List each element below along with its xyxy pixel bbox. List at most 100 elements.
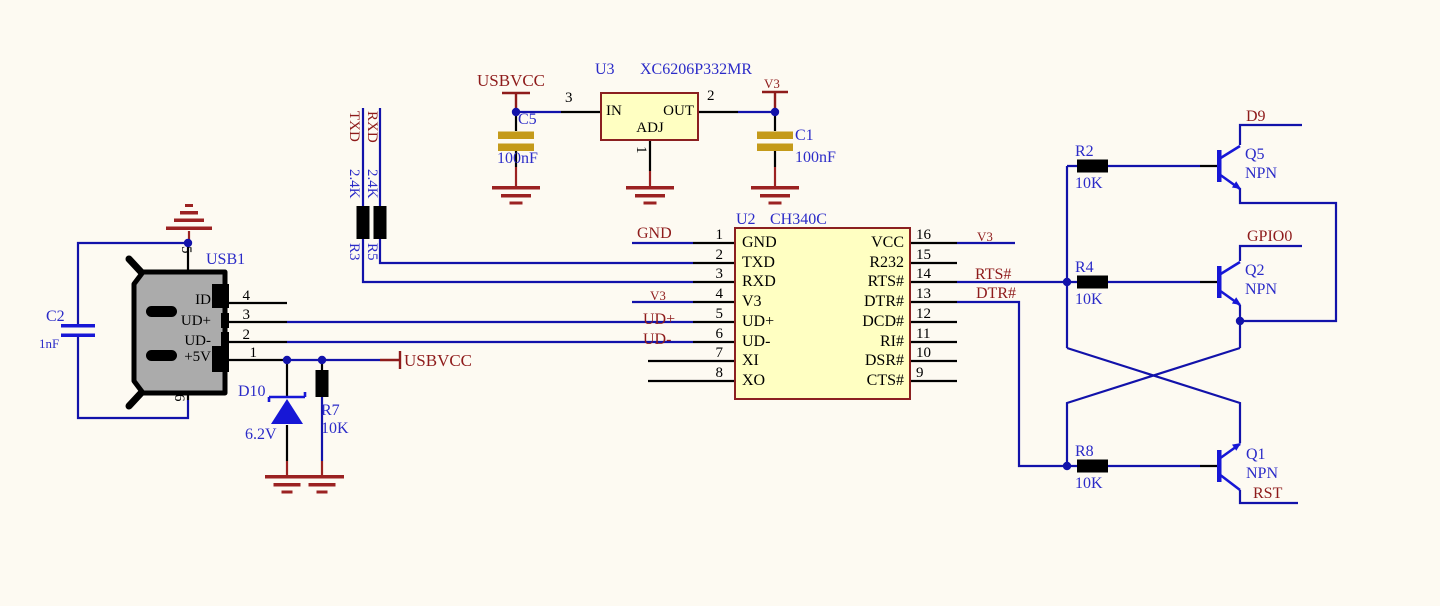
u3-pin3-number: 3 xyxy=(565,90,573,106)
resistor-r3[interactable] xyxy=(356,206,370,239)
usb-pad-pin3 xyxy=(221,313,229,328)
usb-body[interactable] xyxy=(131,269,228,396)
u3-pin-adj: ADJ xyxy=(636,120,664,136)
r5-ref[interactable]: R5 xyxy=(364,243,380,261)
u2-pin-xi: XI xyxy=(742,352,759,369)
net-label-v3-reg[interactable]: V3 xyxy=(764,76,780,91)
cap-c5[interactable] xyxy=(498,131,534,152)
q2-ref[interactable]: Q2 xyxy=(1245,262,1265,279)
ground-symbol-r7[interactable] xyxy=(300,461,344,494)
usb-pad-pin2 xyxy=(221,332,229,347)
net-label-rts[interactable]: RTS# xyxy=(975,266,1012,283)
r8-value[interactable]: 10K xyxy=(1075,475,1103,492)
u2-pin3-number: 3 xyxy=(715,266,724,282)
u2-pin-udminus: UD- xyxy=(742,333,771,350)
usb-pin-udplus: UD+ xyxy=(180,313,211,329)
r7-ref[interactable]: R7 xyxy=(321,402,340,419)
ground-symbol-usb-shield[interactable] xyxy=(166,204,212,242)
usb-connector[interactable] xyxy=(125,255,229,410)
r7-value[interactable]: 10K xyxy=(321,420,349,437)
c2-ref[interactable]: C2 xyxy=(46,308,65,325)
r4-value[interactable]: 10K xyxy=(1075,291,1103,308)
net-label-rxd[interactable]: RXD xyxy=(364,111,380,143)
resistor-r5[interactable] xyxy=(373,206,387,239)
c1-value[interactable]: 100nF xyxy=(795,149,836,166)
net-label-rst[interactable]: RST xyxy=(1253,485,1283,502)
usb-pin4-number: 4 xyxy=(242,288,251,304)
wire-net[interactable] xyxy=(76,108,1338,505)
q1-ref[interactable]: Q1 xyxy=(1246,446,1266,463)
u3-pin1-number: 1 xyxy=(633,146,649,154)
ground-symbol-c5[interactable] xyxy=(492,167,540,205)
c2-value[interactable]: 1nF xyxy=(39,336,60,351)
r2-value[interactable]: 10K xyxy=(1075,175,1103,192)
usb-pin-5v: +5V xyxy=(184,349,211,365)
net-label-txd[interactable]: TXD xyxy=(346,111,362,142)
net-label-usbvcc-usb[interactable]: USBVCC xyxy=(404,351,473,370)
q1-type[interactable]: NPN xyxy=(1246,465,1279,482)
u3-pin2-number: 2 xyxy=(707,88,715,104)
regulator-u3-body[interactable] xyxy=(600,92,699,141)
transistor-q1[interactable] xyxy=(1217,442,1241,492)
usb-pin2-number: 2 xyxy=(242,327,251,343)
zener-d10[interactable] xyxy=(267,392,307,424)
ground-symbol-c1[interactable] xyxy=(751,167,799,205)
d10-value[interactable]: 6.2V xyxy=(245,426,277,443)
resistor-r7[interactable] xyxy=(315,370,329,397)
ground-symbol-adj[interactable] xyxy=(626,171,674,205)
r4-ref[interactable]: R4 xyxy=(1075,259,1094,276)
resistor-r8[interactable] xyxy=(1077,459,1108,473)
net-label-v3-vcc[interactable]: V3 xyxy=(977,229,993,244)
usb-pin-id: ID xyxy=(195,292,211,308)
usb-contact-slot-bottom xyxy=(146,350,177,361)
q5-type[interactable]: NPN xyxy=(1245,165,1278,182)
net-label-v3-pin4[interactable]: V3 xyxy=(650,288,666,303)
r8-ref[interactable]: R8 xyxy=(1075,443,1094,460)
cap-c1[interactable] xyxy=(757,131,793,152)
ground-symbol-d10[interactable] xyxy=(265,461,309,494)
ic-u2-body[interactable] xyxy=(734,227,911,400)
u3-part[interactable]: XC6206P332MR xyxy=(640,61,753,78)
net-label-udminus[interactable]: UD- xyxy=(643,331,672,348)
c5-ref[interactable]: C5 xyxy=(518,111,537,128)
r3-ref[interactable]: R3 xyxy=(346,243,362,261)
u2-pin13-number: 13 xyxy=(916,286,931,302)
d10-ref[interactable]: D10 xyxy=(238,383,266,400)
net-label-d9[interactable]: D9 xyxy=(1246,108,1266,125)
transistor-q5[interactable] xyxy=(1217,144,1241,191)
u2-pin11-number: 11 xyxy=(916,326,931,342)
usb-mount-prongs xyxy=(125,255,146,410)
r2-ref[interactable]: R2 xyxy=(1075,143,1094,160)
u2-pin-vcc: VCC xyxy=(871,234,904,251)
u3-pin-in: IN xyxy=(606,103,622,119)
cap-c2[interactable] xyxy=(61,324,95,337)
u2-pin-udplus: UD+ xyxy=(742,313,775,330)
u2-pin1-number: 1 xyxy=(715,227,724,243)
resistor-r4[interactable] xyxy=(1077,275,1108,289)
u2-ref[interactable]: U2 xyxy=(736,211,756,228)
resistor-r2[interactable] xyxy=(1077,159,1108,173)
net-label-udplus[interactable]: UD+ xyxy=(643,311,676,328)
net-label-gpio0[interactable]: GPIO0 xyxy=(1247,228,1293,245)
u3-ref[interactable]: U3 xyxy=(595,61,615,78)
r3-value[interactable]: 2.4K xyxy=(346,169,362,199)
net-label-gnd[interactable]: GND xyxy=(637,225,672,242)
net-label-usbvcc-top[interactable]: USBVCC xyxy=(477,71,546,90)
usb-pin5-number: 5 xyxy=(178,246,194,254)
c5-value[interactable]: 100nF xyxy=(497,150,538,167)
u2-pin-txd: TXD xyxy=(742,254,775,271)
q2-type[interactable]: NPN xyxy=(1245,281,1278,298)
transistor-q2[interactable] xyxy=(1217,260,1241,307)
usb-ref[interactable]: USB1 xyxy=(206,251,246,268)
u2-pin9-number: 9 xyxy=(916,365,924,381)
u2-pin6-number: 6 xyxy=(715,326,724,342)
q5-ref[interactable]: Q5 xyxy=(1245,146,1265,163)
net-label-dtr[interactable]: DTR# xyxy=(976,285,1016,302)
power-port-usbvcc-usb[interactable] xyxy=(380,351,402,369)
u2-pin4-number: 4 xyxy=(715,286,724,302)
c1-ref[interactable]: C1 xyxy=(795,127,814,144)
u2-part[interactable]: CH340C xyxy=(770,211,827,228)
usb-contact-slot-top xyxy=(146,306,177,317)
r5-value[interactable]: 2.4K xyxy=(364,169,380,199)
